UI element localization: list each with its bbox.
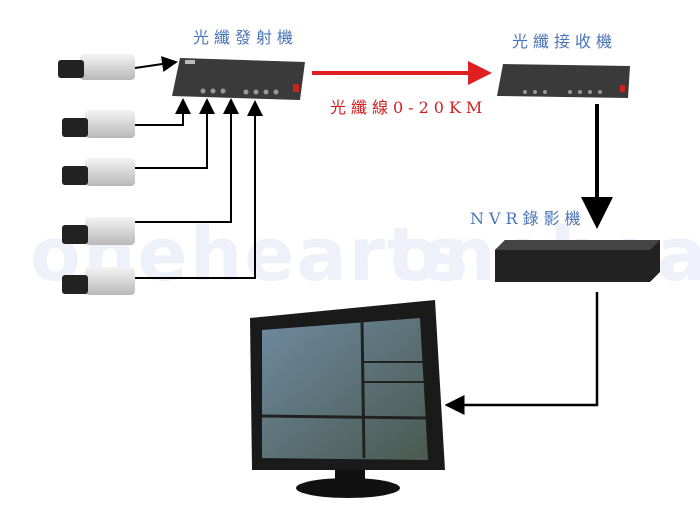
camera-4 — [62, 217, 135, 245]
transmitter-label: 光纖發射機 — [193, 28, 299, 47]
receiver-label: 光纖接收機 — [512, 32, 618, 51]
monitor — [250, 300, 445, 498]
camera-cables — [134, 56, 263, 279]
nvr-recorder — [495, 240, 660, 282]
nvr-label: NVR錄影機 — [470, 209, 586, 228]
camera-1 — [58, 54, 135, 80]
fiber-transmitter — [172, 58, 305, 100]
fiber-label: 光纖線0-20KM — [330, 98, 488, 117]
camera-3 — [62, 158, 135, 186]
nvr-to-monitor-arrow — [444, 292, 599, 415]
camera-2 — [62, 110, 135, 138]
fiber-receiver — [497, 64, 630, 98]
camera-5 — [62, 267, 135, 295]
